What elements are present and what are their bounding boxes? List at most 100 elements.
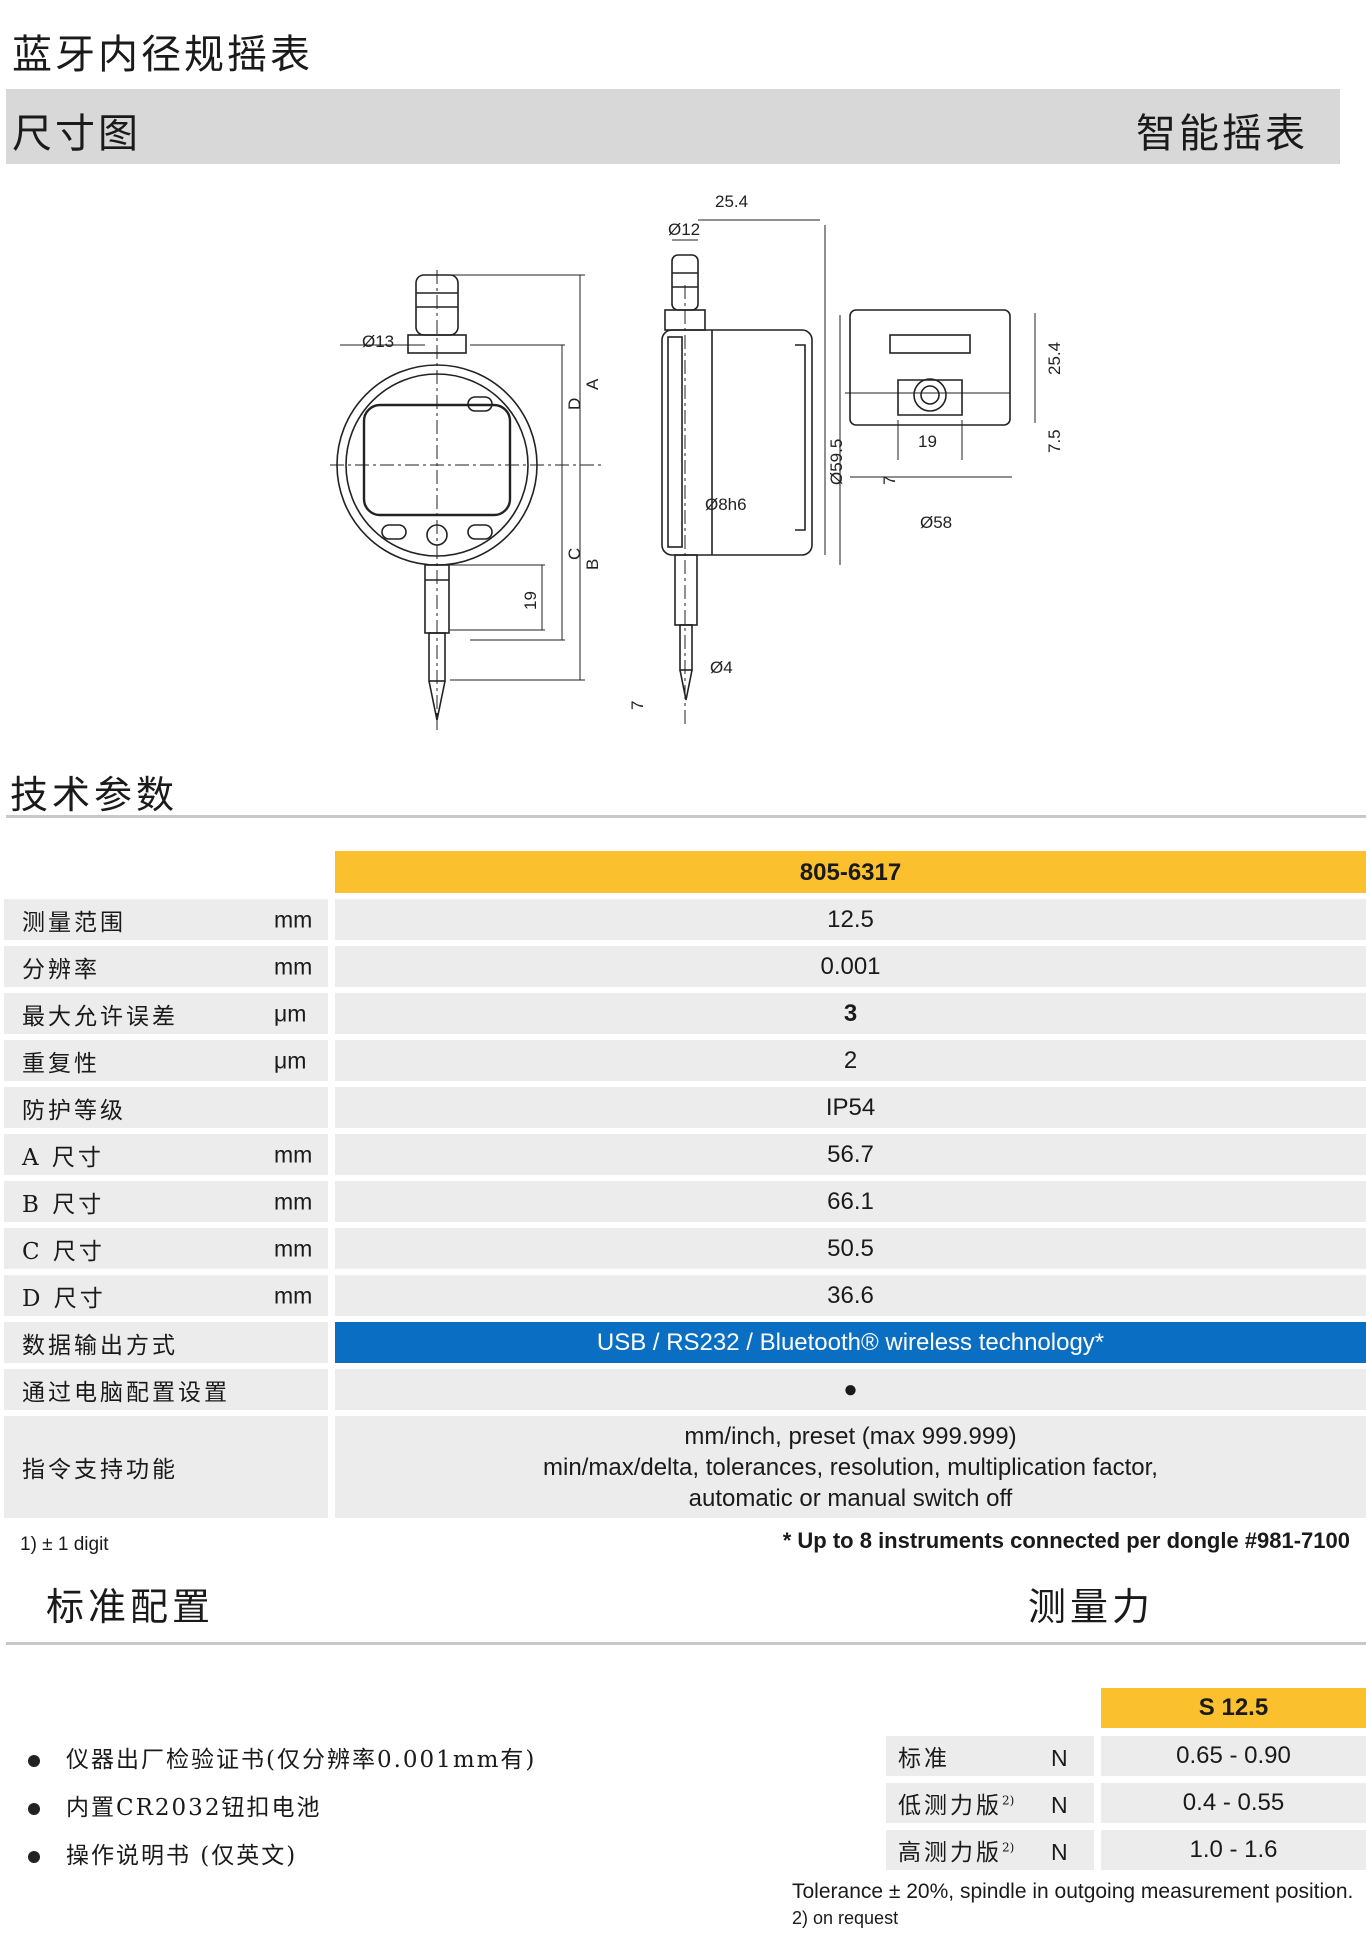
label-r-d58: Ø58 — [920, 513, 952, 532]
force-row: 低测力版2)N 0.4 - 0.55 — [886, 1783, 1366, 1823]
bullet-icon — [28, 1851, 40, 1863]
standard-divider — [6, 1642, 1366, 1645]
row-value-line: min/max/delta, tolerances, resolution, m… — [543, 1453, 1158, 1481]
force-header-row: S 12.5 — [886, 1688, 1366, 1728]
force-value: 0.4 - 0.55 — [1101, 1783, 1366, 1823]
row-value-line: automatic or manual switch off — [688, 1484, 1013, 1512]
row-label: 测量范围 — [22, 909, 126, 936]
list-item: 仪器出厂检验证书(仅分辨率0.001mm有) — [28, 1740, 536, 1774]
force-value: 0.65 - 0.90 — [1101, 1736, 1366, 1776]
force-unit: N — [1051, 1792, 1068, 1819]
row-label: 通过电脑配置设置 — [22, 1379, 230, 1406]
table-row: C 尺寸 mm 50.5 — [4, 1228, 1366, 1269]
dimension-labels: Ø13 Ø12 25.4 Ø8h6 Ø4 Ø58 19 A D C B 19 Ø… — [362, 192, 1064, 710]
row-unit: mm — [274, 1235, 313, 1261]
bullet-icon — [28, 1755, 40, 1767]
footnote-dongle: * Up to 8 instruments connected per dong… — [782, 1528, 1350, 1553]
row-value: 56.7 — [335, 1134, 1366, 1175]
row-label: D 尺寸 — [22, 1285, 106, 1312]
row-value: 2 — [335, 1040, 1366, 1081]
list-item: 操作说明书 (仅英文) — [28, 1836, 297, 1870]
row-value: USB / RS232 / Bluetooth® wireless techno… — [335, 1322, 1366, 1363]
label-r-25-4: 25.4 — [1045, 342, 1064, 375]
force-row: 标准 N 0.65 - 0.90 — [886, 1736, 1366, 1776]
row-value: 66.1 — [335, 1181, 1366, 1222]
row-value: 36.6 — [335, 1275, 1366, 1316]
banner-right-title: 智能摇表 — [1136, 111, 1308, 157]
bullet-icon — [28, 1803, 40, 1815]
banner-left-title: 尺寸图 — [12, 111, 141, 157]
on-request-note: 2) on request — [792, 1908, 899, 1928]
table-row: 通过电脑配置设置 ● — [4, 1369, 1366, 1410]
label-d59-5: Ø59.5 — [827, 439, 846, 485]
side-view — [661, 219, 841, 725]
table-row: D 尺寸 mm 36.6 — [4, 1275, 1366, 1316]
label-h7: 7 — [628, 701, 647, 710]
row-label: B 尺寸 — [22, 1191, 105, 1218]
label-d4: Ø4 — [710, 658, 733, 677]
top-view — [845, 309, 1036, 478]
model-number: 805-6317 — [335, 851, 1366, 893]
row-unit: mm — [274, 1188, 313, 1214]
tolerance-note: Tolerance ± 20%, spindle in outgoing mea… — [792, 1880, 1354, 1903]
standard-title: 标准配置 — [46, 1585, 215, 1629]
force-row: 高测力版2)N 1.0 - 1.6 — [886, 1830, 1366, 1870]
force-label: 低测力版 — [898, 1793, 1002, 1819]
specs-title: 技术参数 — [10, 773, 179, 817]
label-C: C — [565, 548, 584, 560]
label-r-7: 7 — [880, 476, 899, 485]
table-row: B 尺寸 mm 66.1 — [4, 1181, 1366, 1222]
force-label: 高测力版 — [898, 1840, 1002, 1866]
row-value: 50.5 — [335, 1228, 1366, 1269]
table-row: 数据输出方式 USB / RS232 / Bluetooth® wireless… — [4, 1322, 1366, 1363]
row-value: 12.5 — [335, 899, 1366, 940]
row-value: ● — [335, 1369, 1366, 1410]
row-value-multiline: mm/inch, preset (max 999.999) min/max/de… — [335, 1416, 1366, 1518]
document-title: 蓝牙内径规摇表 — [12, 32, 313, 78]
table-row: 最大允许误差 μm 3 — [4, 993, 1366, 1034]
specs-header-row: 805-6317 — [4, 851, 1366, 893]
force-title: 测量力 — [1028, 1585, 1155, 1629]
row-value: 3 — [335, 993, 1366, 1034]
row-unit: mm — [274, 1282, 313, 1308]
force-label: 标准 — [898, 1746, 950, 1772]
force-unit: N — [1051, 1745, 1068, 1772]
label-B: B — [583, 559, 602, 570]
table-row: 防护等级 IP54 — [4, 1087, 1366, 1128]
row-label: 指令支持功能 — [22, 1457, 178, 1483]
row-unit: mm — [274, 906, 313, 932]
row-label: A 尺寸 — [22, 1144, 104, 1171]
label-d13: Ø13 — [362, 332, 394, 351]
row-label: 防护等级 — [22, 1097, 126, 1124]
row-value: IP54 — [335, 1087, 1366, 1128]
row-unit: μm — [274, 1000, 307, 1026]
label-r-19: 19 — [918, 432, 937, 451]
specs-divider — [6, 815, 1366, 818]
force-header: S 12.5 — [1101, 1688, 1366, 1728]
label-w25-4: 25.4 — [715, 192, 748, 211]
label-h19: 19 — [521, 591, 540, 610]
label-D: D — [565, 398, 584, 410]
row-label: C 尺寸 — [22, 1238, 105, 1265]
row-label: 最大允许误差 — [22, 1003, 178, 1030]
row-unit: μm — [274, 1047, 307, 1073]
label-r-7-5: 7.5 — [1045, 429, 1064, 453]
row-label: 分辨率 — [22, 956, 100, 983]
row-label: 重复性 — [22, 1050, 100, 1077]
table-row: 测量范围 mm 12.5 — [4, 899, 1366, 940]
footnote-digit: 1) ± 1 digit — [20, 1534, 109, 1555]
table-row: 重复性 μm 2 — [4, 1040, 1366, 1081]
row-label: 数据输出方式 — [22, 1332, 178, 1359]
row-value: 0.001 — [335, 946, 1366, 987]
list-item: 内置CR2032钮扣电池 — [28, 1788, 321, 1822]
section-banner: 尺寸图 智能摇表 — [6, 89, 1340, 164]
row-value-line: mm/inch, preset (max 999.999) — [684, 1422, 1017, 1450]
dimension-drawing: Ø13 Ø12 25.4 Ø8h6 Ø4 Ø58 19 A D C B 19 Ø… — [330, 192, 1064, 730]
label-d12: Ø12 — [668, 220, 700, 239]
table-row: 指令支持功能 mm/inch, preset (max 999.999) min… — [4, 1416, 1366, 1518]
force-unit: N — [1051, 1839, 1068, 1866]
front-view — [330, 270, 605, 730]
label-A: A — [583, 378, 602, 390]
label-d8h6: Ø8h6 — [705, 495, 747, 514]
